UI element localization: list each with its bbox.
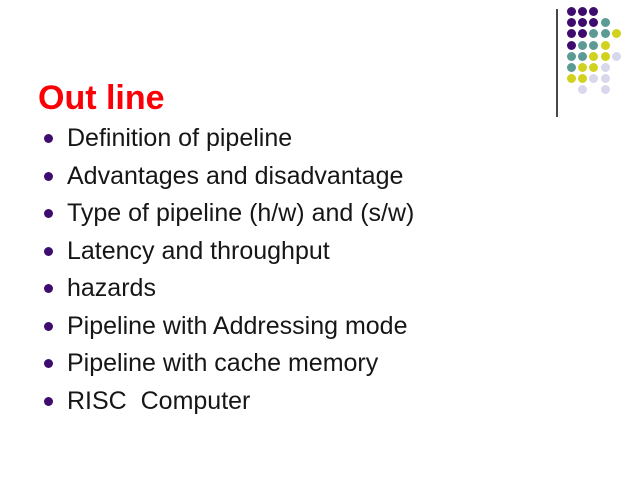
bullet-text: Type of pipeline (h/w) and (s/w) — [67, 199, 415, 228]
bullet-icon — [44, 209, 53, 219]
decoration-vertical-line — [556, 9, 558, 117]
decoration-dot — [589, 63, 599, 72]
bullet-text: hazards — [67, 274, 156, 303]
bullet-item: Pipeline with cache memory — [40, 345, 600, 383]
decoration-dot — [600, 63, 610, 72]
decoration-dot — [567, 51, 576, 61]
bullet-text: Latency and throughput — [67, 236, 330, 265]
decoration-dot — [600, 29, 610, 39]
decoration-dot — [589, 18, 599, 28]
decoration-dot — [578, 40, 588, 50]
decoration-dot — [611, 29, 621, 39]
bullet-item: Definition of pipeline — [40, 120, 600, 158]
bullet-icon — [44, 359, 53, 369]
bullet-text: Pipeline with cache memory — [67, 349, 379, 378]
decoration-dot — [589, 51, 599, 61]
decoration-dot — [600, 85, 610, 95]
bullet-item: Advantages and disadvantage — [40, 158, 600, 196]
decoration-dot — [567, 74, 576, 84]
decoration-dot — [578, 74, 588, 84]
decoration-dot — [567, 63, 576, 72]
decoration-dot — [600, 74, 610, 84]
decoration-dot — [611, 51, 621, 61]
decoration-dot — [589, 40, 599, 50]
bullet-text: RISC Computer — [67, 386, 251, 415]
bullet-icon — [44, 134, 53, 144]
decoration-dot — [600, 18, 610, 28]
decoration-dot — [567, 18, 576, 28]
decoration-dot — [578, 85, 588, 95]
decoration-dot — [578, 51, 588, 61]
slide-title: Out line — [38, 78, 165, 117]
decoration-dot — [567, 7, 576, 16]
bullet-icon — [44, 246, 53, 256]
decoration-dot — [578, 7, 588, 16]
bullet-text: Advantages and disadvantage — [67, 161, 404, 190]
decoration-dot — [578, 18, 588, 28]
bullet-icon — [44, 284, 53, 294]
decoration-dot — [589, 74, 599, 84]
bullet-icon — [44, 171, 53, 181]
bullet-icon — [44, 321, 53, 331]
bullet-text: Definition of pipeline — [67, 124, 293, 153]
decoration-dot — [589, 7, 599, 16]
bullet-item: RISC Computer — [40, 383, 600, 421]
bullet-item: Type of pipeline (h/w) and (s/w) — [40, 195, 600, 233]
decoration-dot — [589, 29, 599, 39]
bullet-text: Pipeline with Addressing mode — [67, 311, 408, 340]
bullet-item: Pipeline with Addressing mode — [40, 308, 600, 346]
decoration-dot — [567, 29, 576, 39]
decoration-dot — [567, 40, 576, 50]
bullet-item: Latency and throughput — [40, 233, 600, 271]
bullet-icon — [44, 396, 53, 406]
decoration-dot — [578, 29, 588, 39]
bullet-item: hazards — [40, 270, 600, 308]
dot-grid-decoration — [567, 7, 627, 97]
decoration-dot — [578, 63, 588, 72]
decoration-dot — [600, 51, 610, 61]
decoration-dot — [600, 40, 610, 50]
